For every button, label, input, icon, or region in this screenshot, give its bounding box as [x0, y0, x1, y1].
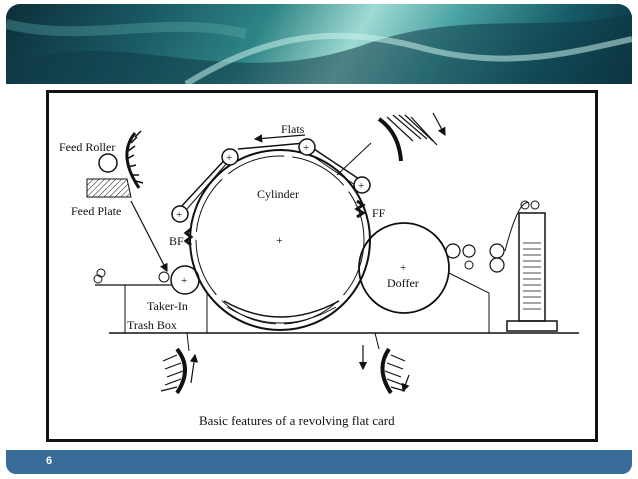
doffer-clothing-detail [358, 332, 410, 395]
svg-text:+: + [276, 233, 283, 247]
taker-in-clothing-detail [160, 332, 199, 395]
front-fixed-flats [354, 199, 366, 219]
svg-text:+: + [303, 142, 309, 154]
label-trash-box: Trash Box [127, 318, 177, 332]
doffer-frame [448, 272, 490, 333]
svg-text:+: + [226, 152, 232, 164]
svg-text:+: + [400, 262, 406, 274]
flats-pulley [298, 138, 316, 156]
flats-pulley [353, 176, 371, 194]
header-banner [6, 4, 632, 84]
label-feed-roller: Feed Roller [59, 140, 115, 154]
flats-direction-arrow [253, 134, 306, 143]
label-cylinder: Cylinder [257, 187, 299, 201]
label-feed-plate: Feed Plate [71, 204, 121, 218]
banner-swoosh-graphic [6, 14, 632, 84]
undercasing [223, 300, 340, 318]
feed-roller [98, 153, 118, 173]
label-flats: Flats [281, 122, 305, 136]
svg-text:+: + [176, 209, 182, 221]
label-doffer: Doffer [387, 276, 419, 290]
doffer-roller: + [358, 222, 450, 314]
figure-caption: Basic features of a revolving flat card [199, 413, 395, 428]
page-number: 6 [46, 455, 53, 467]
flats-belt: + + + + [171, 134, 371, 223]
svg-text:+: + [358, 180, 364, 192]
coiler-can [504, 200, 558, 332]
taker-in-roller: + [158, 265, 200, 295]
svg-text:+: + [181, 275, 187, 287]
undercasing-inner [226, 306, 337, 324]
diagram-frame: + + + + + [46, 90, 598, 442]
feed-plate [86, 178, 132, 198]
feed-clothing-arc [125, 132, 141, 189]
cylinder: + [189, 149, 371, 331]
label-bf: BF [169, 234, 184, 248]
back-fixed-flats [183, 227, 194, 247]
feed-arrow [130, 200, 168, 273]
flats-pulley [171, 205, 189, 223]
label-ff: FF [372, 206, 386, 220]
carding-machine-diagram: + + + + + [59, 112, 579, 428]
flats-pulley [221, 148, 239, 166]
flats-clothing-detail [336, 112, 446, 176]
footer-bar [6, 450, 632, 474]
label-taker-in: Taker-In [147, 299, 188, 313]
